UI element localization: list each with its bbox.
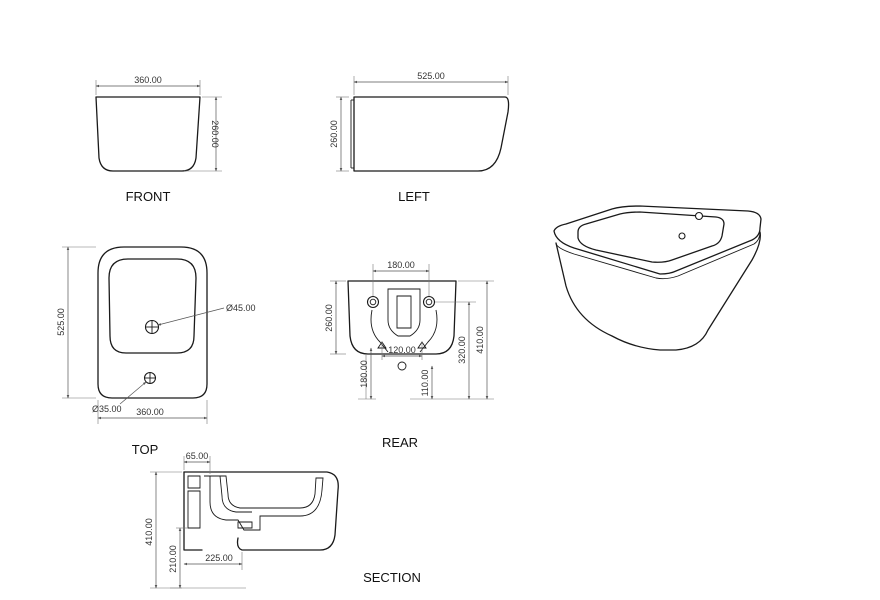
perspective-overflow-icon [678,232,686,240]
left-view: 525.00 260.00 LEFT [329,71,510,204]
top-width-label: 360.00 [136,407,164,417]
rear-bolt-right-icon [422,295,436,309]
top-view: Ø45.00 Ø35.00 525.00 360.00 TOP [56,246,256,457]
tap-hole-label: Ø45.00 [226,303,256,313]
perspective-view [553,205,762,351]
rear-view: 180.00 120.00 260.00 180.00 110.00 320.0… [324,260,494,450]
rear-total-height-label: 410.00 [475,326,485,354]
section-offset-label: 65.00 [186,451,209,461]
rear-height-label: 260.00 [324,304,334,332]
waste-hole-label: Ø35.00 [92,404,122,414]
section-depth-label: 225.00 [205,553,233,563]
section-view-label: SECTION [363,570,421,585]
rear-supply-height-label: 180.00 [359,360,369,388]
left-height-label: 260.00 [329,120,339,148]
left-view-label: LEFT [398,189,430,204]
rear-pipe-spacing-label: 120.00 [388,345,416,355]
section-view: 65.00 410.00 210.00 225.00 SECTION [144,451,421,589]
section-lower-label: 210.00 [168,545,178,573]
rear-bolt-height-label: 320.00 [457,336,467,364]
left-length-label: 525.00 [417,71,445,81]
rear-view-label: REAR [382,435,418,450]
front-view-label: FRONT [126,189,171,204]
perspective-tap-hole-icon [694,211,704,221]
front-height-label: 260.00 [210,120,220,148]
top-length-label: 525.00 [56,308,66,336]
section-height-label: 410.00 [144,518,154,546]
rear-bolt-spacing-label: 180.00 [387,260,415,270]
front-view: 360.00 260.00 FRONT [95,75,222,204]
front-width-label: 360.00 [134,75,162,85]
rear-waste-height-label: 110.00 [420,370,430,397]
rear-bolt-left-icon [366,295,380,309]
top-view-label: TOP [132,442,159,457]
